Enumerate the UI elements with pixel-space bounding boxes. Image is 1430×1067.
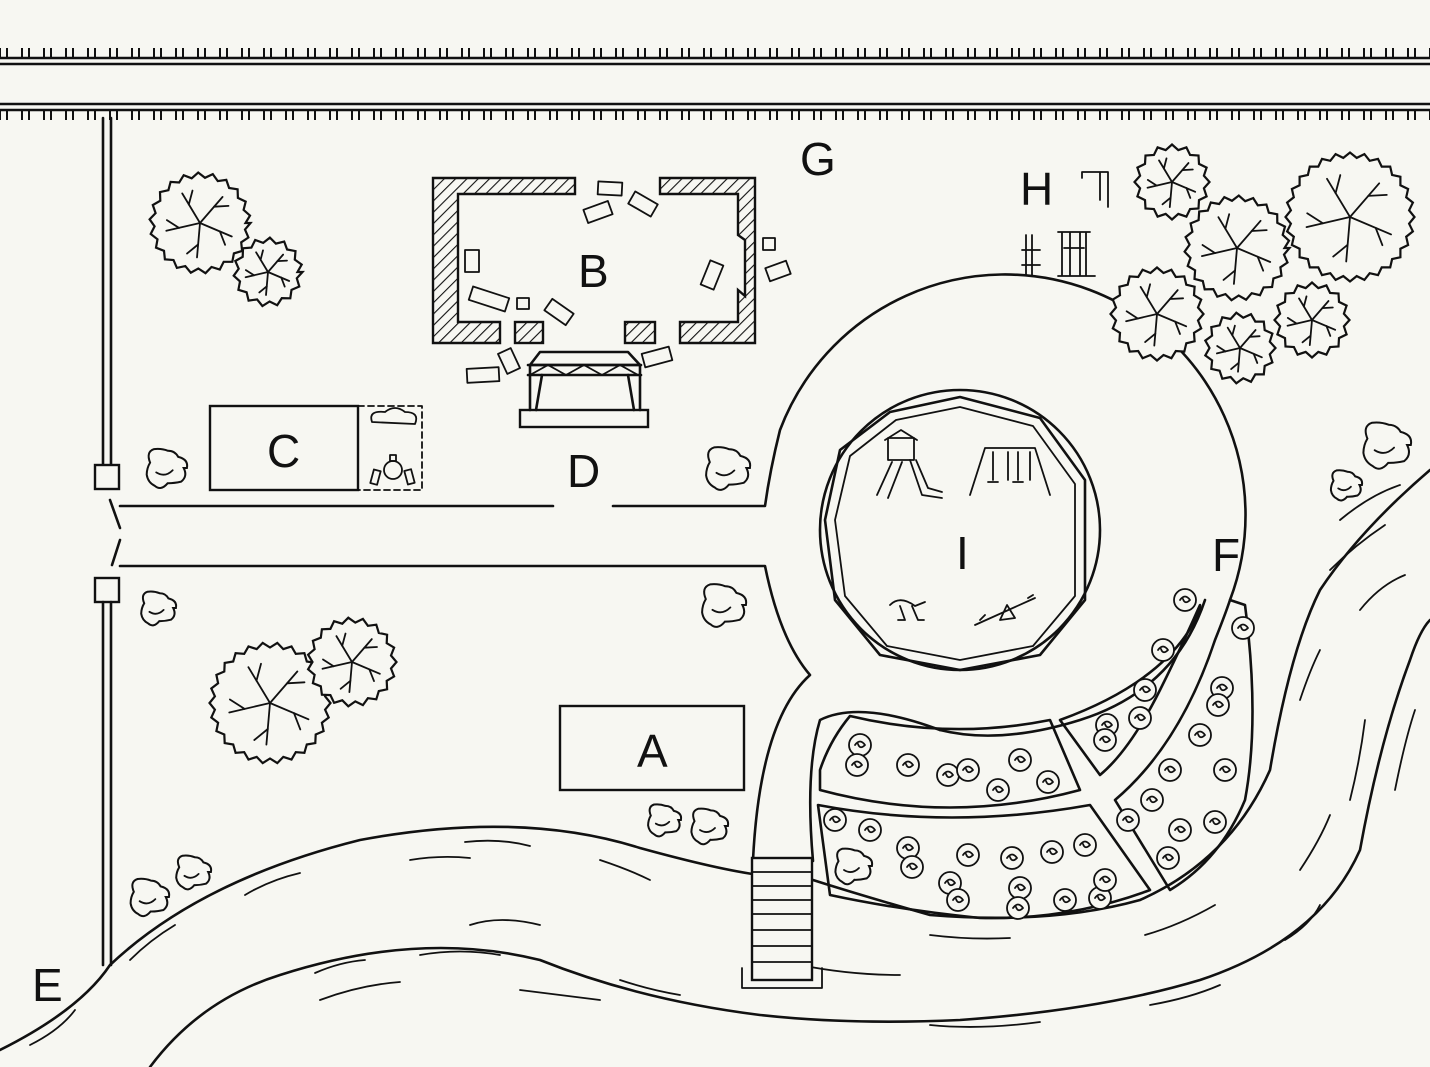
rose-bush-icon: [1073, 833, 1097, 857]
rose-bush-icon: [823, 808, 847, 832]
building-a: [558, 704, 746, 792]
rose-bush-icon: [956, 758, 980, 782]
rose-bush-icon: [1036, 770, 1060, 794]
playground-icon: [823, 395, 1087, 672]
rose-bush-icon: [900, 855, 924, 879]
rose-bush-icon: [946, 888, 970, 912]
rose-bush-icon: [1093, 728, 1117, 752]
rose-bush-icon: [1008, 748, 1032, 772]
rose-bush-icon: [986, 778, 1010, 802]
rose-bush-icon: [1000, 846, 1024, 870]
shrub-icon: [1362, 421, 1413, 470]
shrub-icon: [1329, 469, 1364, 502]
ruined-building-icon: [431, 176, 792, 384]
tree-icon: [1183, 194, 1292, 302]
seesaw-icon: [974, 594, 1036, 626]
rose-bush-icon: [1213, 758, 1237, 782]
tree-icon: [1284, 151, 1416, 283]
rose-bush-icon: [1093, 868, 1117, 892]
shrub-icon: [705, 446, 752, 491]
rose-bush-icon: [1203, 810, 1227, 834]
spring-rider-icon: [889, 599, 926, 621]
tree-icon: [306, 616, 398, 708]
shrub-icon: [140, 590, 178, 627]
railroad-track-icon: [0, 48, 1430, 120]
footbridge-icon: [741, 856, 823, 989]
rose-bush-icon: [1133, 678, 1157, 702]
rose-bush-icon: [1128, 706, 1152, 730]
tree-icon: [232, 236, 305, 308]
fence-line: [93, 116, 122, 967]
swing-set-icon: [969, 447, 1051, 496]
tree-icon: [1203, 311, 1277, 385]
rose-bush-icon: [896, 753, 920, 777]
tree-icon: [148, 171, 253, 275]
slide-icon: [876, 429, 943, 499]
rose-bush-icon: [1006, 896, 1030, 920]
rose-bush-icon: [1116, 808, 1140, 832]
rose-bush-icon: [1151, 638, 1175, 662]
tree-icon: [208, 641, 332, 765]
shrub-icon: [145, 447, 189, 490]
tree-icon: [1273, 281, 1351, 359]
rose-bush-icon: [1231, 616, 1255, 640]
rose-bush-icon: [845, 753, 869, 777]
rose-bush-icon: [1158, 758, 1182, 782]
rose-bush-icon: [858, 818, 882, 842]
shrub-icon: [834, 847, 874, 886]
rose-bush-icon: [1206, 693, 1230, 717]
shrub-icon: [647, 803, 683, 838]
shrub-icon: [690, 807, 730, 846]
rose-garden-beds: [816, 588, 1255, 920]
rose-bush-icon: [1156, 846, 1180, 870]
rose-bush-icon: [1168, 818, 1192, 842]
rose-bush-icon: [1140, 788, 1164, 812]
building-c: [208, 404, 423, 492]
rose-bush-icon: [896, 836, 920, 860]
shrub-icon: [175, 854, 213, 891]
rose-bush-icon: [848, 733, 872, 757]
rose-bush-icon: [956, 843, 980, 867]
shrub-icon: [701, 583, 748, 628]
tree-icon: [1109, 266, 1205, 362]
rose-bush-icon: [1188, 723, 1212, 747]
fitness-equipment-icon: [1021, 171, 1109, 277]
rose-bush-icon: [1008, 876, 1032, 900]
rose-bush-icon: [1040, 840, 1064, 864]
tree-icon: [1133, 143, 1211, 221]
rose-bush-icon: [1053, 888, 1077, 912]
park-paths: [118, 273, 1247, 863]
rose-bush-icon: [936, 763, 960, 787]
stage-icon: [518, 350, 650, 429]
shrub-icon: [129, 877, 171, 918]
rose-bush-icon: [1173, 588, 1197, 612]
